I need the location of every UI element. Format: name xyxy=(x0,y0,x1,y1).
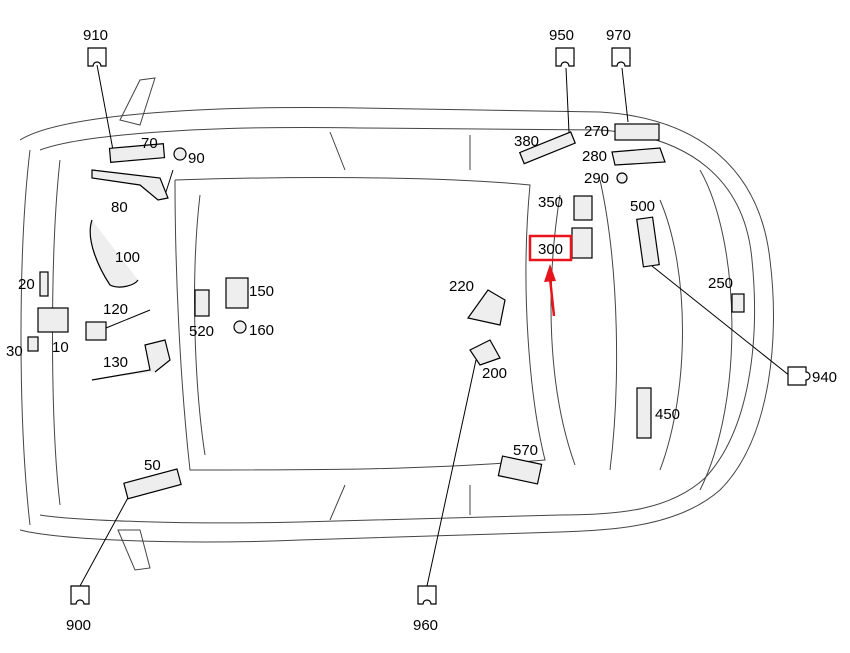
part-10 xyxy=(37,307,69,333)
label-80: 80 xyxy=(111,199,128,216)
part-300 xyxy=(571,227,593,259)
part-280 xyxy=(611,147,666,166)
part-570 xyxy=(497,455,543,485)
label-150: 150 xyxy=(249,283,274,300)
mirror-left xyxy=(119,77,156,126)
label-160: 160 xyxy=(249,322,274,339)
mirror-right xyxy=(117,529,151,571)
label-970: 970 xyxy=(606,27,631,44)
label-290: 290 xyxy=(584,170,609,187)
part-250 xyxy=(731,293,745,313)
label-200: 200 xyxy=(482,365,507,382)
part-200 xyxy=(469,339,501,366)
label-270: 270 xyxy=(584,123,609,140)
part-500 xyxy=(636,216,660,268)
part-50 xyxy=(123,468,182,500)
label-50: 50 xyxy=(144,457,161,474)
part-130 xyxy=(91,339,171,381)
connector-icons xyxy=(70,47,811,605)
highlight-arrow xyxy=(544,264,556,317)
label-500: 500 xyxy=(630,198,655,215)
label-10: 10 xyxy=(52,339,69,356)
part-20 xyxy=(39,271,49,297)
label-90: 90 xyxy=(188,150,205,167)
leader-lines xyxy=(79,64,791,587)
label-120: 120 xyxy=(103,301,128,318)
connector-icon-910 xyxy=(87,47,107,67)
label-280: 280 xyxy=(582,148,607,165)
part-150 xyxy=(225,277,249,309)
connector-icon-900 xyxy=(70,585,90,605)
part-520 xyxy=(194,289,210,317)
car-outline xyxy=(19,77,774,571)
label-20: 20 xyxy=(18,276,35,293)
label-100: 100 xyxy=(115,249,140,266)
part-70 xyxy=(108,143,166,163)
connector-icon-970 xyxy=(611,47,631,67)
part-350 xyxy=(573,195,593,221)
label-130: 130 xyxy=(103,354,128,371)
label-220: 220 xyxy=(449,278,474,295)
part-90 xyxy=(173,147,187,161)
part-30 xyxy=(27,336,39,352)
label-910: 910 xyxy=(83,27,108,44)
part-120 xyxy=(85,321,107,341)
label-380: 380 xyxy=(514,133,539,150)
label-350: 350 xyxy=(538,194,563,211)
part-270 xyxy=(614,123,660,141)
part-380 xyxy=(518,131,576,165)
connector-icon-960 xyxy=(417,585,437,605)
label-570: 570 xyxy=(513,442,538,459)
label-950: 950 xyxy=(549,27,574,44)
part-80 xyxy=(91,169,169,201)
part-160 xyxy=(233,320,247,334)
label-960: 960 xyxy=(413,617,438,634)
part-shapes xyxy=(27,123,745,500)
part-450 xyxy=(636,387,652,439)
label-450: 450 xyxy=(655,406,680,423)
highlight-box-300 xyxy=(528,234,573,262)
part-220 xyxy=(466,289,506,326)
label-520: 520 xyxy=(189,323,214,340)
label-300: 300 xyxy=(538,241,563,258)
part-labels: 910 950 970 940 900 960 70 90 80 100 20 … xyxy=(6,27,837,634)
part-100 xyxy=(89,219,139,288)
label-940: 940 xyxy=(812,369,837,386)
connector-icon-950 xyxy=(555,47,575,67)
part-290 xyxy=(616,172,628,184)
label-900: 900 xyxy=(66,617,91,634)
label-70: 70 xyxy=(141,135,158,152)
connector-icon-940 xyxy=(787,366,811,386)
label-250: 250 xyxy=(708,275,733,292)
label-30: 30 xyxy=(6,343,23,360)
